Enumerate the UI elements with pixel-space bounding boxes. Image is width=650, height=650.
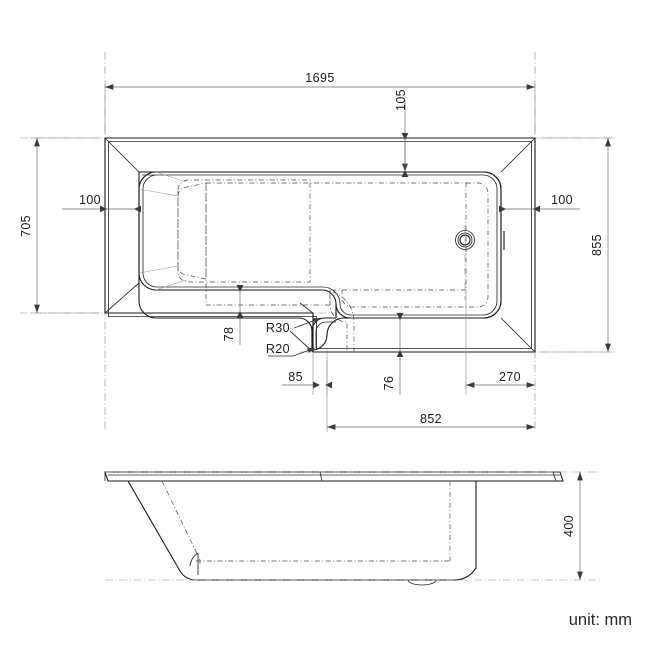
dim-label-855: 855	[590, 234, 604, 256]
left-lobe-floor-curve	[177, 182, 207, 280]
dim-label-85: 85	[288, 370, 303, 384]
elevation-rim-seam	[319, 471, 323, 482]
dim-step-depth: 76	[382, 313, 404, 395]
left-lobe-taper-lines	[138, 171, 187, 291]
elevation-bowl-hidden-profile	[161, 480, 201, 566]
dim-label-100-right: 100	[551, 193, 573, 207]
dim-width-narrow: 705	[19, 137, 100, 314]
dim-radius-r20: R20	[266, 342, 316, 357]
arrow-100-right-in	[533, 205, 540, 213]
unit-note: unit: mm	[569, 611, 632, 629]
dim-end-offset: 270	[465, 290, 536, 395]
bath-bowl-top-edge	[138, 171, 502, 351]
dim-label-r20: R20	[266, 342, 290, 356]
drain-outlet	[455, 230, 475, 250]
arrow-85-right	[325, 381, 332, 389]
arrow-78-top	[236, 285, 244, 292]
arrow-100-left-out	[134, 205, 141, 213]
dim-label-105: 105	[394, 89, 408, 111]
dim-step-offset: 85	[282, 350, 332, 395]
dim-wide-section-length: 852	[326, 360, 536, 432]
elevation-bowl-visible-curve	[189, 552, 199, 567]
arrow-105-down-top	[401, 133, 409, 140]
arrow-76-top	[396, 313, 404, 320]
arrow-78-bottom	[236, 311, 244, 318]
dim-label-100-left: 100	[79, 193, 101, 207]
dim-label-705: 705	[19, 215, 33, 237]
dim-label-270: 270	[499, 370, 521, 384]
elevation-drain-boss	[407, 579, 437, 586]
dim-inset-top: 105	[394, 89, 409, 177]
plan-view: 1695 105 705 855	[19, 52, 615, 432]
elevation-body-outline	[127, 480, 477, 581]
bath-bowl-outline	[139, 171, 502, 319]
dim-wall-left: 100	[62, 193, 141, 213]
arrow-100-left-in	[100, 205, 107, 213]
dim-label-1695: 1695	[305, 71, 334, 85]
dim-label-r30: R30	[266, 321, 290, 335]
dim-height: 400	[562, 471, 583, 581]
elevation-rim-slab	[104, 471, 564, 482]
arrow-105-up-bottom	[401, 170, 409, 177]
step-hidden-arc	[321, 289, 355, 352]
dim-wall-right: 100	[499, 193, 580, 213]
side-elevation-view: 400	[104, 471, 600, 586]
dim-label-852: 852	[420, 412, 442, 426]
basin-floor-right-hidden	[341, 182, 489, 308]
step-hidden-arc-2	[329, 290, 348, 352]
bath-step-edge	[138, 171, 337, 305]
arrow-76-bottom	[396, 350, 404, 357]
dim-label-400: 400	[562, 515, 576, 537]
dim-step-rise: 78	[222, 285, 244, 345]
rim-mitre-lines	[104, 137, 536, 353]
step-outer-radius-r30-inner	[315, 321, 336, 348]
bowl-floor-left-hidden	[177, 179, 311, 283]
dim-label-76: 76	[382, 376, 396, 391]
arrow-100-right-out	[499, 205, 506, 213]
elevation-rim-right-seam	[552, 471, 557, 482]
arrow-85-left	[313, 381, 320, 389]
dim-width-wide: 855	[540, 137, 615, 353]
dim-radius-r30: R30	[266, 317, 322, 335]
dim-label-78: 78	[222, 327, 236, 342]
bath-bowl-inner-contour	[142, 174, 498, 316]
dim-overall-length: 1695	[104, 71, 536, 134]
bath-outer-rim	[104, 137, 536, 353]
